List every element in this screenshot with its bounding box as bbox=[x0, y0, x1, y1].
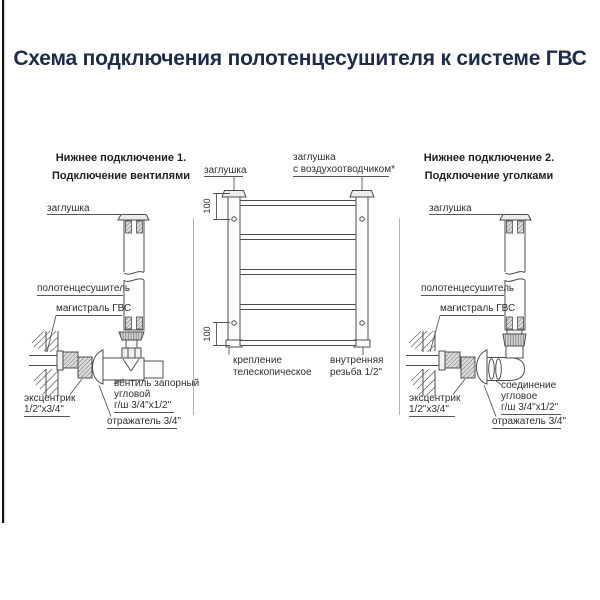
left-wall bbox=[45, 331, 59, 396]
center-ladder-drawing bbox=[204, 176, 389, 355]
center-thread-label: внутренняя резьба 1/2" bbox=[330, 355, 384, 378]
right-connection-drawing bbox=[406, 214, 561, 429]
left-pipe-collar bbox=[56, 350, 64, 371]
right-leader-lines bbox=[409, 214, 561, 429]
left-heading-line1: Нижнее подключение 1. bbox=[55, 152, 187, 164]
right-reflector-label: отражатель 3/4" bbox=[492, 416, 567, 427]
right-eccentric bbox=[444, 351, 476, 379]
ladder-posts bbox=[225, 196, 371, 348]
dimension-bottom-label: 100 bbox=[202, 326, 212, 342]
left-cap bbox=[117, 214, 150, 221]
right-pipe-collar bbox=[438, 350, 446, 371]
left-mains-pipe bbox=[29, 355, 57, 366]
center-airvent-cap-label: заглушка с воздухоотводчиком* bbox=[293, 152, 395, 175]
left-leader-lines bbox=[24, 214, 177, 429]
left-wall-hatching bbox=[31, 330, 59, 398]
right-rail-label: полотенцесушитель bbox=[421, 283, 515, 294]
right-cap bbox=[499, 214, 532, 221]
right-riser-pipe bbox=[503, 219, 527, 331]
right-wall-hatching bbox=[408, 330, 436, 398]
right-heading-line1: Нижнее подключение 2. bbox=[423, 152, 555, 164]
left-reflector-dome bbox=[92, 349, 104, 385]
ladder-cap-left bbox=[221, 190, 247, 198]
right-mains-pipe bbox=[406, 355, 439, 366]
center-leader-lines bbox=[204, 176, 389, 355]
right-cap-label: заглушка bbox=[429, 203, 472, 214]
left-rail-label: полотенцесушитель bbox=[37, 283, 131, 294]
ladder-mount-points bbox=[231, 216, 365, 326]
left-heading-line2: Подключение вентилями bbox=[52, 170, 190, 182]
left-valve-handle bbox=[118, 331, 145, 341]
left-eccentric bbox=[62, 351, 93, 379]
left-reflector-label: отражатель 3/4" bbox=[107, 416, 182, 427]
left-eccentric-label: эксцентрик 1/2"x3/4" bbox=[24, 393, 76, 415]
left-valve-label: вентиль запорный угловой г/ш 3/4"x1/2" bbox=[114, 378, 200, 411]
right-elbow-label: соединение угловое г/ш 3/4"x1/2" bbox=[501, 380, 559, 413]
left-section-heading: Нижнее подключение 1. Подключение вентил… bbox=[33, 149, 209, 185]
right-mains-label: магистраль ГВС bbox=[440, 303, 516, 314]
center-cap-label: заглушка bbox=[204, 165, 247, 176]
left-angle-valve bbox=[102, 331, 164, 381]
section-separators bbox=[193, 218, 400, 415]
left-cap-label: заглушка bbox=[47, 203, 90, 214]
page-edge-line bbox=[2, 0, 5, 523]
right-eccentric-label: эксцентрик 1/2"x3/4" bbox=[409, 393, 461, 415]
left-mains-label: магистраль ГВС bbox=[56, 303, 132, 314]
right-section-heading: Нижнее подключение 2. Подключение уголка… bbox=[404, 149, 574, 185]
dimension-lines bbox=[213, 193, 230, 346]
ladder-cap-airvent bbox=[349, 190, 375, 198]
right-union-nut bbox=[502, 333, 527, 347]
left-connection-drawing bbox=[24, 214, 177, 429]
center-bracket-label: крепление телескопическое bbox=[233, 355, 312, 378]
ladder-rungs bbox=[239, 200, 357, 346]
right-reflector-dome bbox=[476, 349, 488, 385]
right-angle-union bbox=[486, 329, 527, 381]
right-heading-line2: Подключение уголками bbox=[424, 170, 554, 182]
dimension-top-label: 100 bbox=[202, 198, 212, 214]
page-title: Схема подключения полотенцесушителя к си… bbox=[13, 47, 587, 70]
